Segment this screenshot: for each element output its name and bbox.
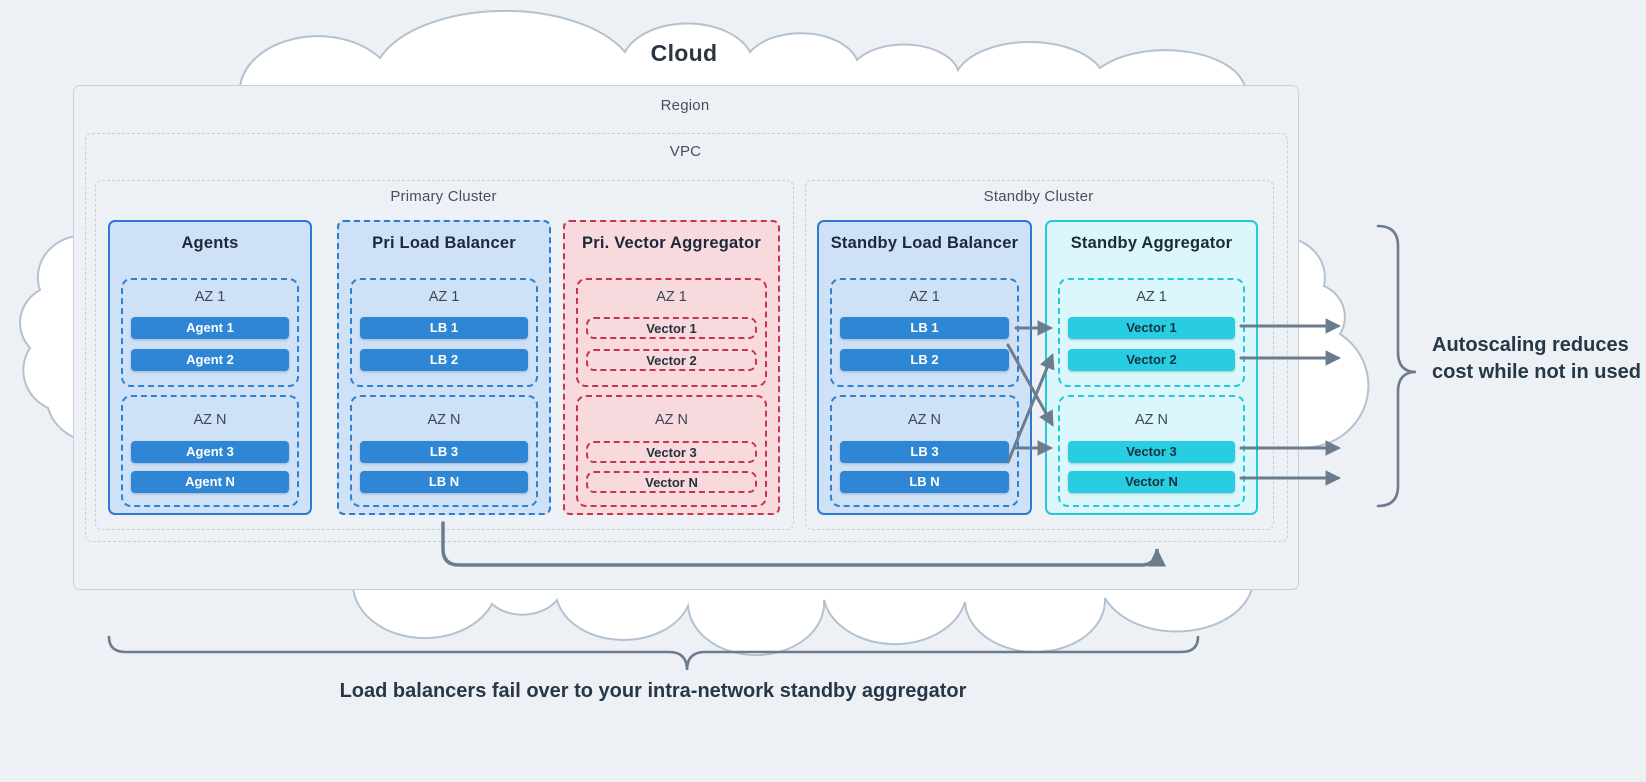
az-zone-1: AZ 1 Vector 1 Vector 2 xyxy=(576,278,767,387)
node-item: Vector 2 xyxy=(1068,349,1235,371)
vpc-label: VPC xyxy=(669,143,702,160)
az-label: AZ 1 xyxy=(1136,289,1167,305)
az-label: AZ 1 xyxy=(194,289,226,305)
az-label: AZ N xyxy=(1134,412,1169,428)
node-item: Vector 1 xyxy=(1068,317,1235,339)
node-item: LB N xyxy=(840,471,1009,493)
node-agents: Agents AZ 1 Agent 1 Agent 2 AZ N Agent 3… xyxy=(108,220,312,515)
node-title: Agents xyxy=(181,234,239,252)
node-item: LB 3 xyxy=(360,441,528,463)
failover-note: Load balancers fail over to your intra-n… xyxy=(339,680,967,702)
node-item: Agent 3 xyxy=(131,441,289,463)
az-zone-n: AZ N LB 3 LB N xyxy=(830,395,1019,507)
az-label: AZ N xyxy=(654,412,689,428)
right-brace xyxy=(1376,224,1417,508)
node-title: Standby Load Balancer xyxy=(830,234,1019,252)
node-standby-aggregator: Standby Aggregator AZ 1 Vector 1 Vector … xyxy=(1045,220,1258,515)
node-item: Agent 2 xyxy=(131,349,289,371)
standby-cluster-label: Standby Cluster xyxy=(983,188,1094,205)
node-item: Vector 3 xyxy=(1068,441,1235,463)
az-label: AZ N xyxy=(193,412,227,428)
cloud-label: Cloud xyxy=(650,40,718,66)
az-zone-1: AZ 1 LB 1 LB 2 xyxy=(830,278,1019,387)
az-zone-1: AZ 1 LB 1 LB 2 xyxy=(350,278,538,387)
node-item: Vector 1 xyxy=(586,317,757,339)
az-label: AZ 1 xyxy=(909,289,940,305)
node-item: Agent 1 xyxy=(131,317,289,339)
az-label: AZ 1 xyxy=(656,289,687,305)
node-item: LB 1 xyxy=(360,317,528,339)
primary-cluster-label: Primary Cluster xyxy=(390,188,497,205)
node-item: Vector N xyxy=(1068,471,1235,493)
az-zone-1: AZ 1 Vector 1 Vector 2 xyxy=(1058,278,1245,387)
region-label: Region xyxy=(660,97,710,114)
node-pri-vector-aggregator: Pri. Vector Aggregator AZ 1 Vector 1 Vec… xyxy=(563,220,780,515)
az-label: AZ 1 xyxy=(428,289,460,305)
node-title: Pri. Vector Aggregator xyxy=(582,234,761,252)
node-pri-load-balancer: Pri Load Balancer AZ 1 LB 1 LB 2 AZ N LB… xyxy=(337,220,551,515)
node-item: LB 3 xyxy=(840,441,1009,463)
node-item: Agent N xyxy=(131,471,289,493)
az-zone-n: AZ N Vector 3 Vector N xyxy=(1058,395,1245,507)
node-item: LB 1 xyxy=(840,317,1009,339)
az-zone-n: AZ N Agent 3 Agent N xyxy=(121,395,299,507)
az-label: AZ N xyxy=(427,412,461,428)
az-zone-n: AZ N Vector 3 Vector N xyxy=(576,395,767,507)
az-zone-n: AZ N LB 3 LB N xyxy=(350,395,538,507)
node-item: LB 2 xyxy=(360,349,528,371)
node-title: Standby Aggregator xyxy=(1070,234,1233,252)
node-standby-load-balancer: Standby Load Balancer AZ 1 LB 1 LB 2 AZ … xyxy=(817,220,1032,515)
bottom-brace xyxy=(107,635,1200,671)
node-item: Vector 2 xyxy=(586,349,757,371)
node-item: Vector N xyxy=(586,471,757,493)
node-item: Vector 3 xyxy=(586,441,757,463)
node-title: Pri Load Balancer xyxy=(372,234,516,252)
az-zone-1: AZ 1 Agent 1 Agent 2 xyxy=(121,278,299,387)
node-item: LB N xyxy=(360,471,528,493)
node-item: LB 2 xyxy=(840,349,1009,371)
autoscaling-note: Autoscaling reduces cost while not in us… xyxy=(1432,334,1641,383)
az-label: AZ N xyxy=(907,412,942,428)
